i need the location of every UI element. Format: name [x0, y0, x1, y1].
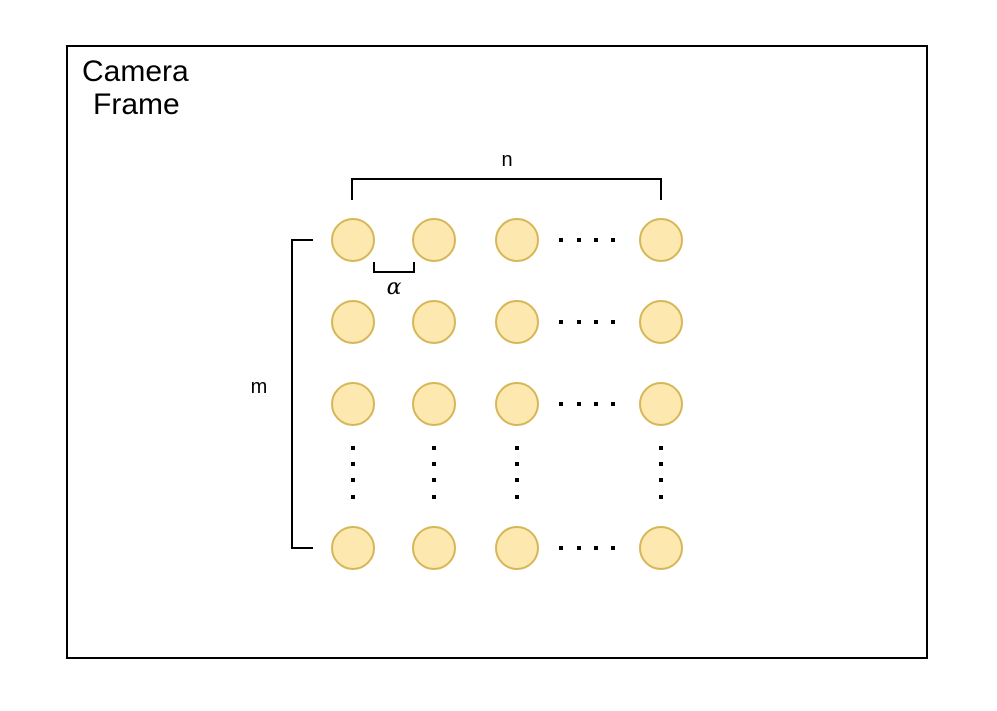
column-ellipsis-dot-c1-2	[351, 462, 355, 466]
row-ellipsis-dot-r4-2	[577, 546, 581, 550]
column-ellipsis-dot-c2-1	[432, 446, 436, 450]
column-ellipsis-dot-c4-2	[659, 462, 663, 466]
led-circle-r4-c2	[412, 526, 456, 570]
column-ellipsis-dot-c1-4	[351, 495, 355, 499]
column-ellipsis-dot-c3-4	[515, 495, 519, 499]
row-ellipsis-dot-r4-1	[559, 546, 563, 550]
led-circle-r2-c3	[495, 300, 539, 344]
row-ellipsis-dot-r3-1	[559, 402, 563, 406]
row-ellipsis-dot-r2-1	[559, 320, 563, 324]
frame-title-line2: Frame	[93, 88, 180, 121]
led-circle-r3-c2	[412, 382, 456, 426]
row-ellipsis-dot-r4-3	[594, 546, 598, 550]
row-ellipsis-dot-r2-4	[611, 320, 615, 324]
led-circle-r4-c3	[495, 526, 539, 570]
spacing-bracket	[373, 262, 415, 273]
circle-grid	[331, 218, 683, 570]
ellipsis-dots	[351, 238, 663, 550]
column-count-label: n	[501, 149, 512, 171]
column-ellipsis-dot-c1-3	[351, 478, 355, 482]
led-circle-r1-c2	[412, 218, 456, 262]
row-ellipsis-dot-r1-1	[559, 238, 563, 242]
column-ellipsis-dot-c2-3	[432, 478, 436, 482]
led-circle-r2-c4	[639, 300, 683, 344]
row-ellipsis-dot-r2-3	[594, 320, 598, 324]
led-circle-r4-c4	[639, 526, 683, 570]
row-ellipsis-dot-r4-4	[611, 546, 615, 550]
led-circle-r3-c1	[331, 382, 375, 426]
led-circle-r4-c1	[331, 526, 375, 570]
row-ellipsis-dot-r3-3	[594, 402, 598, 406]
column-ellipsis-dot-c4-1	[659, 446, 663, 450]
column-ellipsis-dot-c3-1	[515, 446, 519, 450]
led-circle-r1-c3	[495, 218, 539, 262]
led-circle-r2-c1	[331, 300, 375, 344]
column-ellipsis-dot-c4-4	[659, 495, 663, 499]
column-ellipsis-dot-c3-3	[515, 478, 519, 482]
column-ellipsis-dot-c4-3	[659, 478, 663, 482]
row-count-label: m	[251, 376, 268, 398]
led-circle-r3-c4	[639, 382, 683, 426]
frame-title-line1: Camera	[82, 55, 189, 88]
camera-frame	[66, 45, 928, 659]
column-ellipsis-dot-c3-2	[515, 462, 519, 466]
row-bracket	[291, 239, 313, 549]
column-bracket	[351, 178, 662, 200]
column-ellipsis-dot-c2-4	[432, 495, 436, 499]
led-circle-r1-c1	[331, 218, 375, 262]
row-ellipsis-dot-r1-4	[611, 238, 615, 242]
column-ellipsis-dot-c2-2	[432, 462, 436, 466]
row-ellipsis-dot-r2-2	[577, 320, 581, 324]
row-ellipsis-dot-r1-2	[577, 238, 581, 242]
row-ellipsis-dot-r1-3	[594, 238, 598, 242]
led-circle-r3-c3	[495, 382, 539, 426]
spacing-label: α	[387, 275, 402, 300]
led-circle-r2-c2	[412, 300, 456, 344]
row-ellipsis-dot-r3-4	[611, 402, 615, 406]
row-ellipsis-dot-r3-2	[577, 402, 581, 406]
column-ellipsis-dot-c1-1	[351, 446, 355, 450]
led-circle-r1-c4	[639, 218, 683, 262]
